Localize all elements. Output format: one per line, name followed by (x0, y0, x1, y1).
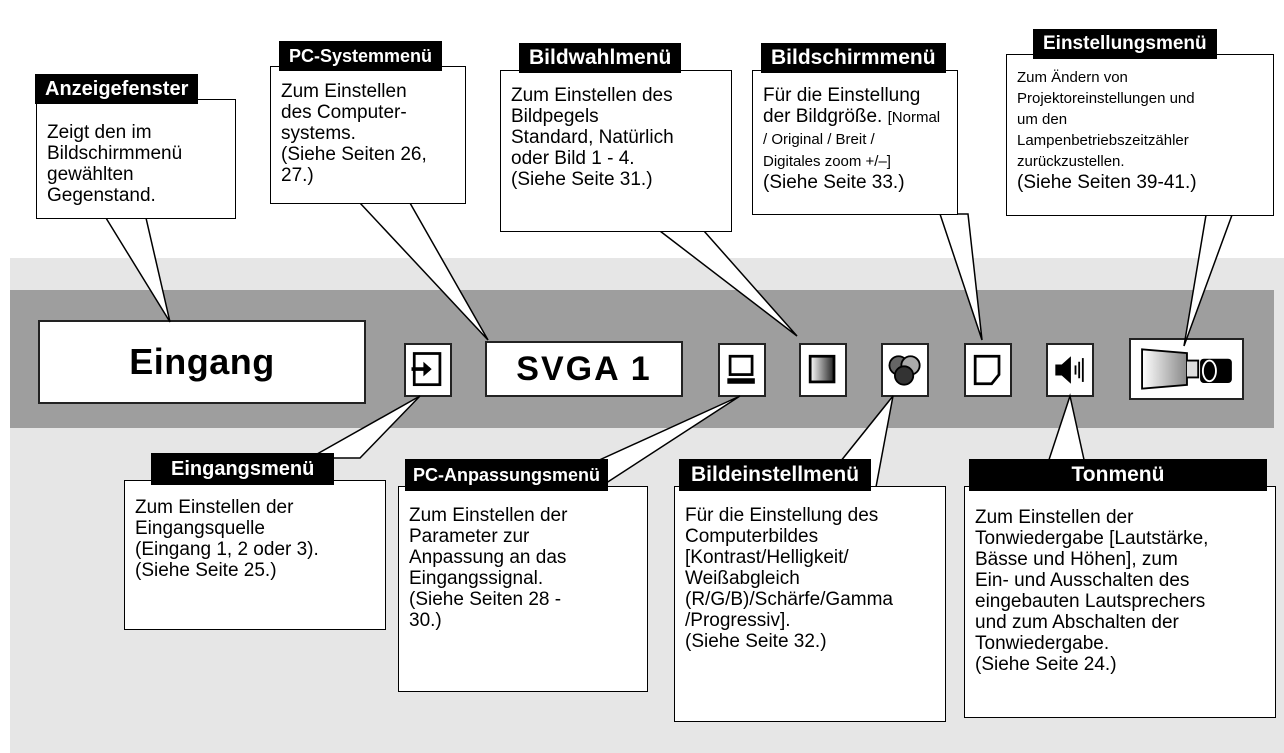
callout-title: Bildwahlmenü (519, 43, 682, 73)
callout-body: Zum Ändern von Projektoreinstellungen un… (1017, 69, 1195, 170)
sound-menu-icon[interactable] (1046, 343, 1094, 397)
callout-title: Einstellungsmenü (1033, 29, 1217, 59)
image-adjust-icon (888, 355, 921, 386)
callout-bildwahl: Bildwahlmenü Zum Einstellen des Bildpege… (500, 43, 732, 232)
image-adjust-menu-icon[interactable] (881, 343, 929, 397)
image-select-menu-icon[interactable] (799, 343, 847, 397)
callout-body: Für die Einstellung der Bildgröße. [Norm… (763, 85, 951, 193)
callout-anzeigefenster: Anzeigefenster Zeigt den im Bildschirmme… (35, 74, 236, 219)
callout-title: Bildschirmmenü (761, 43, 946, 73)
input-icon (411, 352, 442, 387)
pc-system-display[interactable]: SVGA 1 (485, 341, 683, 397)
setting-icon (1141, 348, 1232, 390)
pc-adjust-icon (727, 354, 755, 384)
image-select-icon (808, 354, 836, 384)
display-window-text: Eingang (129, 341, 275, 382)
callout-pc-anpassung: PC-Anpassungsmenü Zum Einstellen der Par… (398, 459, 648, 692)
callout-body: Zum Einstellen der Parameter zur Anpassu… (409, 505, 568, 631)
setting-menu-icon[interactable] (1129, 338, 1244, 400)
callout-body: Zum Einstellen des Bildpegels Standard, … (511, 85, 674, 190)
callout-body-ref: (Siehe Seiten 39-41.) (1017, 172, 1197, 193)
callout-body: Zum Einstellen des Computer- systems. (S… (281, 81, 427, 186)
callout-body-ref: (Siehe Seite 33.) (763, 172, 905, 193)
callout-body-options: [Normal / Original / Breit / Digitales z… (763, 109, 941, 170)
callout-ton: Tonmenü Zum Einstellen der Tonwiedergabe… (964, 459, 1276, 718)
callout-title: PC-Anpassungsmenü (405, 459, 609, 491)
callout-pc-system: PC-Systemmenü Zum Einstellen des Compute… (270, 41, 466, 204)
callout-body-text: Für die Einstellung der Bildgröße. (763, 85, 921, 127)
display-window: Eingang (38, 320, 366, 404)
callout-body: Zeigt den im Bildschirmmenü gewählten Ge… (47, 122, 183, 206)
callout-bildeinstell: Bildeinstellmenü Für die Einstellung des… (674, 459, 946, 722)
screen-menu-icon[interactable] (964, 343, 1012, 397)
callout-body: Für die Einstellung des Computerbildes [… (685, 505, 893, 652)
callout-body: Zum Einstellen der Tonwiedergabe [Lautst… (975, 507, 1209, 675)
sound-icon (1055, 356, 1084, 384)
callout-eingang: Eingangsmenü Zum Einstellen der Eingangs… (124, 453, 386, 630)
callout-title: Bildeinstellmenü (679, 459, 872, 491)
pc-adjust-menu-icon[interactable] (718, 343, 766, 397)
callout-title: Eingangsmenü (151, 453, 335, 485)
callout-title: PC-Systemmenü (279, 41, 443, 71)
pc-system-text: SVGA 1 (516, 349, 652, 388)
callout-body: Zum Einstellen der Eingangsquelle (Einga… (135, 497, 319, 581)
callout-einstellung: Einstellungsmenü Zum Ändern von Projekto… (1006, 29, 1274, 216)
callout-bildschirm: Bildschirmmenü Für die Einstellung der B… (752, 43, 958, 215)
input-menu-icon[interactable] (404, 343, 452, 397)
callout-title: Tonmenü (969, 459, 1267, 491)
callout-title: Anzeigefenster (35, 74, 199, 104)
screen-icon (973, 354, 1001, 386)
